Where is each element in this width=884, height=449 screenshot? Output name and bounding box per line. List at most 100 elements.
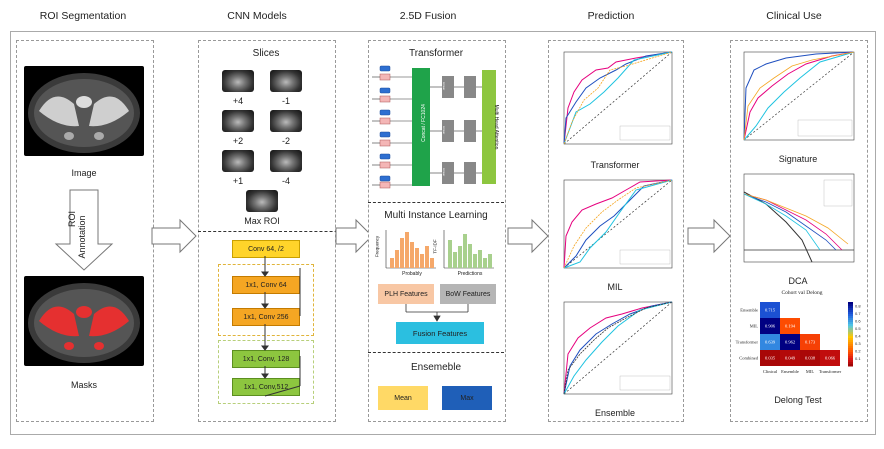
colorbar-segment [848, 334, 853, 337]
fusion-features-box: Fusion Features [396, 322, 484, 344]
colorbar-segment [848, 350, 853, 353]
delong-label: Delong Test [774, 395, 822, 405]
colorbar-segment [848, 324, 853, 327]
heatmap-cell-value: 0.173 [805, 340, 816, 345]
colorbar-tick: 0.3 [855, 341, 861, 346]
heatmap-cell-value: 0.038 [805, 356, 816, 361]
roc-transformer-chart [563, 51, 673, 145]
header-fusion: 2.5D Fusion [399, 10, 457, 22]
mil-title: Multi Instance Learning [384, 210, 488, 221]
colorbar-segment [848, 326, 853, 329]
plh-features-box: PLH Features [378, 284, 434, 304]
heatmap-cell-value: 0.639 [765, 340, 776, 345]
slice-image [270, 70, 302, 92]
max-roi-label: Max ROI [244, 216, 280, 226]
slice-image [270, 150, 302, 172]
heatmap-cell [820, 350, 840, 366]
mil-histogram-2 [443, 230, 494, 269]
header-clinical: Clinical Use [766, 10, 822, 22]
heatmap-cell [800, 334, 820, 350]
heatmap-cell [800, 350, 820, 366]
linear-label: Linear [442, 125, 446, 135]
colorbar-tick: 0.7 [855, 311, 861, 316]
roi-annotation-label-1: ROI [67, 210, 77, 227]
colorbar-segment [848, 332, 853, 335]
colorbar-tick: 0.5 [855, 326, 861, 331]
heatmap-cell [760, 350, 780, 366]
image-label: Image [71, 168, 97, 178]
heatmap-col-label: MIL [806, 369, 814, 374]
heatmap-row-label: Combined [739, 356, 758, 361]
transformer-diagram [372, 65, 496, 189]
colorbar-segment [848, 304, 853, 307]
colorbar-segment [848, 340, 853, 343]
colorbar-segment [848, 338, 853, 341]
conv-block: 1x1, Conv 256 [232, 308, 300, 326]
hist1-xlabel: Probably [402, 271, 422, 277]
colorbar-segment [848, 308, 853, 311]
colorbar-segment [848, 354, 853, 357]
colorbar-tick: 0.2 [855, 348, 861, 353]
mil-arrows [405, 304, 469, 322]
heatmap-row-label: Ensemble [740, 308, 758, 313]
bow-features-box: BoW Features [440, 284, 496, 304]
header-roi: ROI Segmentation [39, 10, 127, 22]
roc-mil-chart [563, 179, 673, 269]
arrow-fusion-to-prediction [507, 218, 549, 254]
heatmap-cell [760, 302, 780, 318]
heatmap-cell-value: 0.194 [785, 324, 796, 329]
masks-label: Masks [70, 380, 97, 390]
colorbar-tick: 0.4 [855, 333, 861, 338]
colorbar-segment [848, 348, 853, 351]
roc-title-mil: MIL [607, 282, 623, 292]
slice-image [222, 150, 254, 172]
colorbar-segment [848, 356, 853, 359]
heatmap-cell-value: 0.715 [765, 308, 776, 313]
heatmap-col-label: Ensemble [781, 369, 799, 374]
ct-image [24, 66, 144, 156]
header-prediction: Prediction [587, 10, 635, 22]
colorbar-tick: 0.8 [855, 303, 861, 308]
colorbar-segment [848, 346, 853, 349]
colorbar-segment [848, 330, 853, 333]
colorbar-segment [848, 310, 853, 313]
fusion-separator-2 [368, 352, 504, 353]
mha-label: Multi Head Attention [493, 104, 499, 150]
colorbar-tick: 0.1 [855, 356, 861, 361]
colorbar-segment [848, 328, 853, 331]
linear-label: Linear [442, 81, 446, 91]
slice-label: +1 [232, 176, 244, 186]
colorbar-segment [848, 314, 853, 317]
slice-label: +4 [232, 96, 244, 106]
colorbar-segment [848, 360, 853, 363]
heatmap-cell-value: 0.906 [765, 324, 776, 329]
heatmap-cell [780, 350, 800, 366]
slice-image [222, 110, 254, 132]
resblock-1 [218, 264, 314, 336]
roc-ensemble-chart [563, 301, 673, 395]
fusion-separator-1 [368, 202, 504, 203]
transformer-title: Transformer [408, 48, 464, 59]
heatmap-cell-value: 0.962 [785, 340, 795, 345]
heatmap-col-label: Clinical [763, 369, 778, 374]
ct-image-drawing [28, 73, 140, 153]
colorbar-segment [848, 302, 853, 305]
dca-label: DCA [788, 276, 808, 286]
colorbar-segment [848, 352, 853, 355]
mil-histogram-1 [385, 230, 436, 269]
hist2-xlabel: Predictions [457, 271, 483, 277]
slice-label: -4 [281, 176, 290, 186]
signature-label: Signature [778, 154, 818, 164]
ct-masks [24, 276, 144, 366]
cnn-flow-arrows [261, 256, 301, 397]
heatmap-cell [780, 334, 800, 350]
hist2-ylabel: TF-IDF [432, 239, 438, 254]
dca-chart [743, 173, 855, 263]
slices-title: Slices [252, 48, 280, 59]
colorbar-segment [848, 358, 853, 361]
outer-frame [10, 31, 876, 435]
header-cnn: CNN Models [227, 10, 287, 22]
heatmap-title: Cohort val Delong [781, 290, 823, 296]
colorbar-segment [848, 316, 853, 319]
